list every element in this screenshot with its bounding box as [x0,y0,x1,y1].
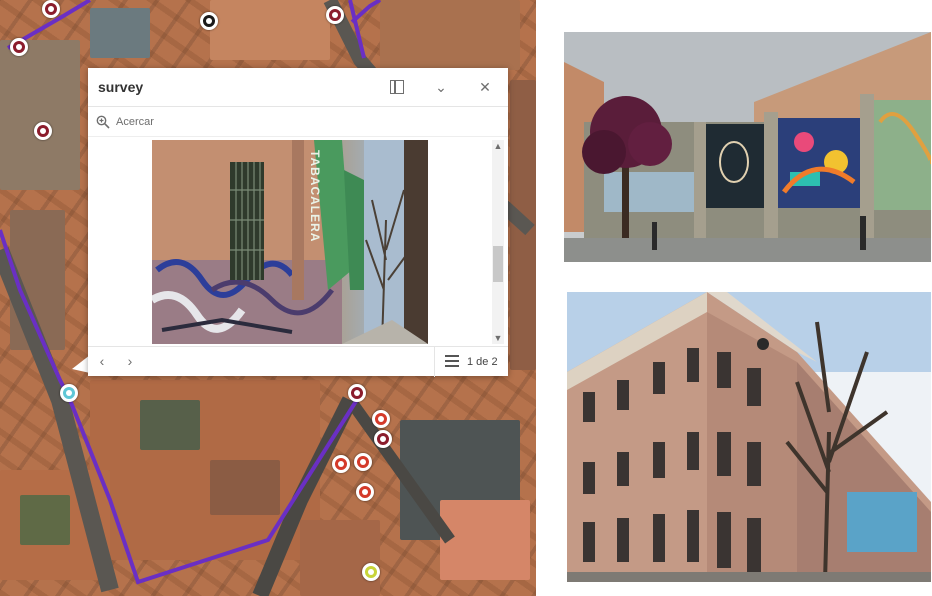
building-photo-drawing [567,292,931,582]
map-block [0,40,80,190]
close-button[interactable]: ✕ [476,78,494,96]
popup-content: TABACALERA ▲ ▼ [88,138,508,346]
feature-popup: survey ⌄ ✕ Acercar [88,68,508,377]
banner-text: TABACALERA [308,150,322,243]
map-block [300,520,380,596]
dock-button[interactable] [388,78,406,96]
zoom-to-label: Acercar [116,116,154,128]
map-marker[interactable] [326,6,344,24]
map-block [140,400,200,450]
popup-pointer [72,355,90,373]
map-marker[interactable] [356,483,374,501]
map-marker-selected[interactable] [60,384,78,402]
dock-icon [390,80,404,94]
map-marker[interactable] [200,12,218,30]
map-marker[interactable] [348,384,366,402]
map-marker[interactable] [332,455,350,473]
map-marker[interactable] [362,563,380,581]
mural-photo [564,32,931,262]
map-block [440,500,530,580]
map-block [380,0,520,70]
map-marker[interactable] [34,122,52,140]
zoom-to-action[interactable]: Acercar [88,108,508,137]
map-block [20,495,70,545]
list-icon [445,355,459,368]
previous-feature-button[interactable]: ‹ [99,353,105,369]
popup-title: survey [98,79,144,95]
scroll-up-arrow[interactable]: ▲ [493,141,503,151]
tabacalera-building-photo [567,292,931,582]
collapse-button[interactable]: ⌄ [432,78,450,96]
map-block [210,460,280,515]
popup-header: survey ⌄ ✕ [88,68,508,107]
popup-scrollbar[interactable]: ▲ ▼ [492,140,504,344]
survey-photo-drawing [152,140,428,344]
next-feature-button[interactable]: › [127,353,133,369]
map-marker[interactable] [354,453,372,471]
feature-pager[interactable]: 1 de 2 [434,347,509,377]
map-marker[interactable] [10,38,28,56]
map-block [210,0,330,60]
close-icon: ✕ [479,79,491,95]
page-indicator: 1 de 2 [467,356,498,368]
survey-photo: TABACALERA [152,140,428,344]
popup-footer: ‹ › 1 de 2 [88,346,508,377]
map-marker[interactable] [42,0,60,18]
map-overlay [0,0,535,596]
mural-photo-drawing [564,32,931,262]
scroll-down-arrow[interactable]: ▼ [493,333,503,343]
map-marker[interactable] [374,430,392,448]
map-block [90,8,150,58]
map-view[interactable]: survey ⌄ ✕ Acercar [0,0,536,596]
map-marker[interactable] [372,410,390,428]
zoom-in-icon [96,115,110,129]
chevron-down-icon: ⌄ [435,79,447,95]
scroll-thumb[interactable] [493,246,503,282]
